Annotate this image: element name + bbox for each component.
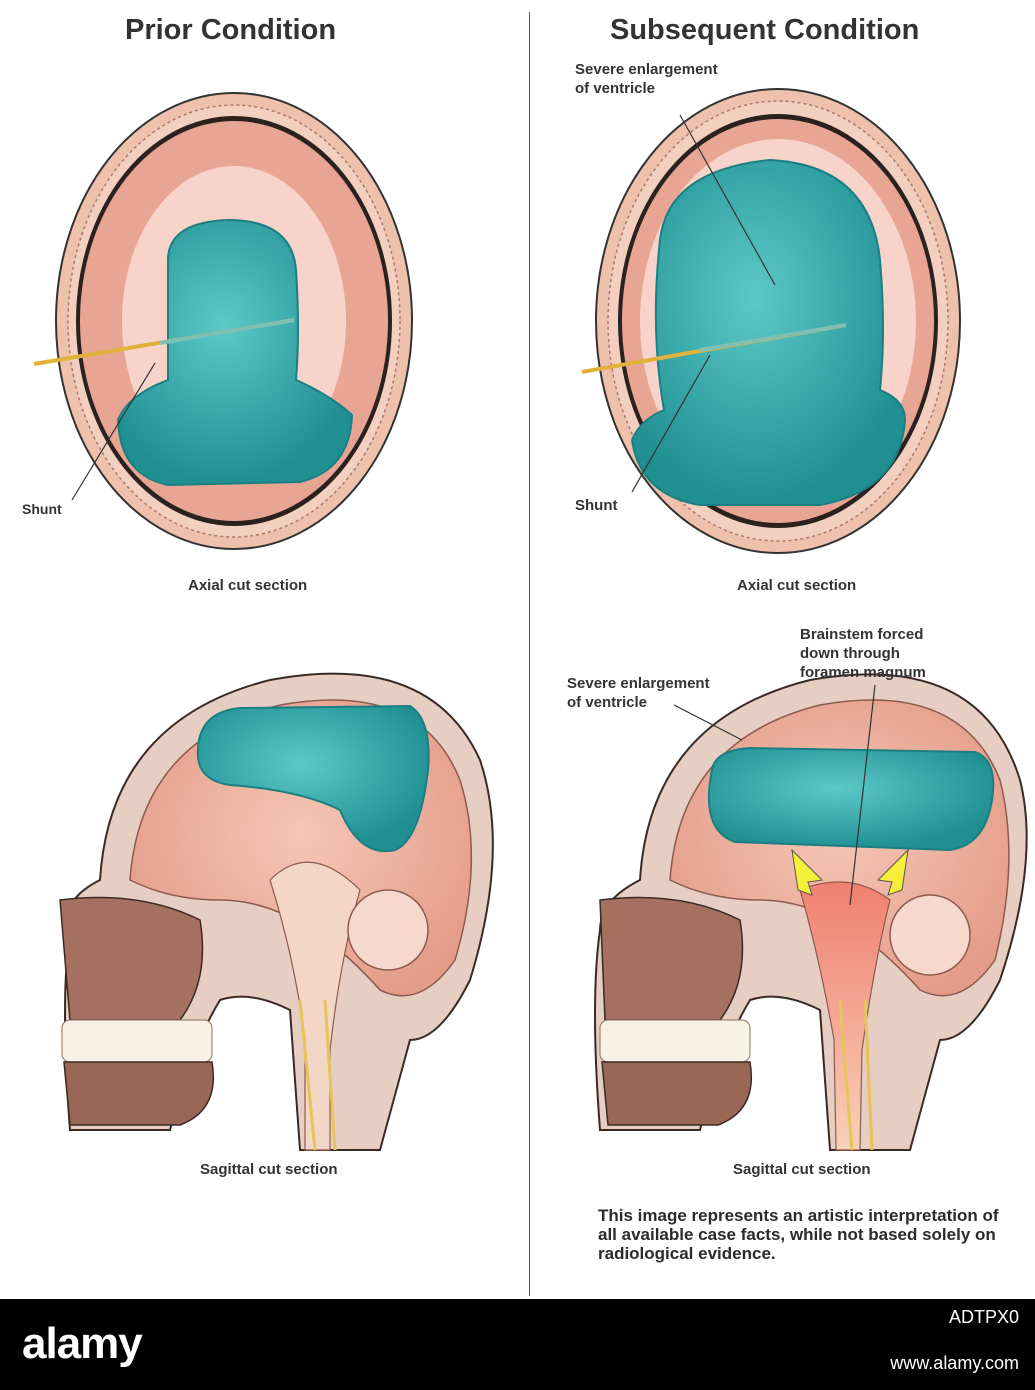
left-axial-caption: Axial cut section: [188, 577, 308, 594]
panel-divider: [529, 12, 530, 1296]
right-compression-arrow: [876, 848, 909, 896]
footer-bar: alamy ADTPX0 www.alamy.com: [0, 1299, 1035, 1390]
disclaimer-text: This image represents an artistic interp…: [598, 1206, 999, 1263]
left-shunt-label: Shunt: [22, 501, 62, 517]
right-sagittal-ventricle-label: Severe enlargement of ventricle: [567, 675, 710, 711]
right-axial-caption: Axial cut section: [737, 577, 857, 594]
right-sagittal-caption: Sagittal cut section: [733, 1161, 871, 1178]
alamy-logo: alamy: [22, 1319, 143, 1368]
left-sagittal-caption: Sagittal cut section: [200, 1161, 338, 1178]
left-compression-arrow: [791, 848, 824, 896]
alamy-url[interactable]: www.alamy.com: [890, 1353, 1019, 1373]
right-shunt-label: Shunt: [575, 497, 618, 514]
right-axial-section: [581, 88, 961, 554]
left-axial-section: [33, 92, 413, 550]
left-sagittal-section: [59, 672, 494, 1151]
prior-condition-title: Prior Condition: [125, 14, 337, 46]
right-axial-ventricle-label: Severe enlargement of ventricle: [575, 61, 718, 97]
subsequent-condition-title: Subsequent Condition: [610, 14, 920, 46]
brainstem-label: Brainstem forced down through foramen ma…: [800, 626, 926, 681]
right-sagittal-section: [594, 673, 1028, 1151]
anatomy-illustrations: [33, 88, 1028, 1151]
image-code: ADTPX0: [948, 1307, 1019, 1327]
